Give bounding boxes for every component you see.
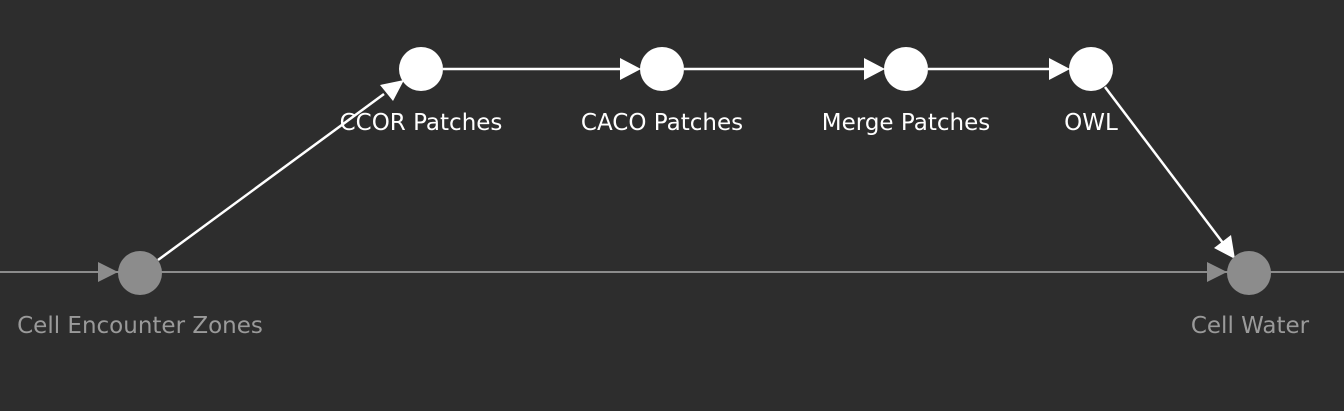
label-merge-patches: Merge Patches	[821, 110, 991, 136]
label-owl: OWL	[1064, 110, 1118, 136]
node-caco-patches[interactable]	[640, 47, 684, 91]
arrowhead-icon	[1214, 235, 1235, 259]
arrowhead-icon	[864, 58, 885, 80]
node-merge-patches[interactable]	[884, 47, 928, 91]
arrowhead-icon	[1049, 58, 1070, 80]
edge-owl-water	[1104, 86, 1224, 244]
label-caco-patches: CACO Patches	[580, 110, 744, 136]
label-cell-water: Cell Water	[1190, 313, 1310, 339]
node-owl[interactable]	[1069, 47, 1113, 91]
node-cell-encounter-zones[interactable]	[118, 251, 162, 295]
node-ccor-patches[interactable]	[399, 47, 443, 91]
label-cell-encounter-zones: Cell Encounter Zones	[17, 313, 263, 339]
arrowhead-icon	[620, 58, 641, 80]
arrowhead-icon	[98, 262, 118, 282]
edge-cez-ccor	[157, 92, 385, 262]
arrowhead-icon	[1207, 262, 1227, 282]
node-cell-water[interactable]	[1227, 251, 1271, 295]
label-ccor-patches: CCOR Patches	[339, 110, 503, 136]
arrowhead-icon	[380, 80, 404, 101]
